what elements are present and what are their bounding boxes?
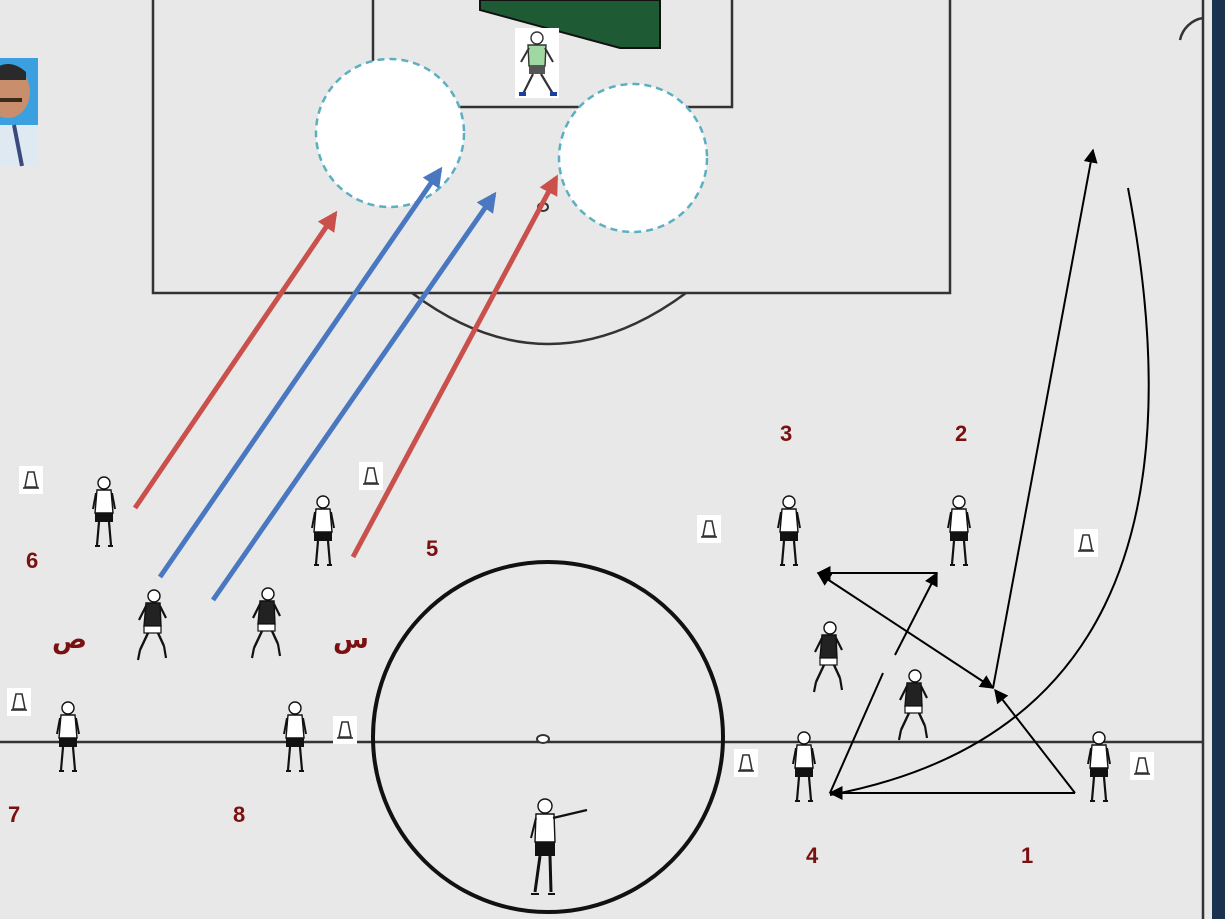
center-spot [536, 734, 550, 744]
goalkeeper-icon [515, 28, 559, 98]
pass-1-to-center [994, 688, 1076, 794]
label-player-1: 1 [1021, 843, 1033, 868]
coach-photo-icon [0, 58, 38, 167]
cone-icon [696, 514, 722, 544]
target-zone-left [314, 57, 466, 209]
pass-3-center [816, 572, 995, 689]
label-player-2: 2 [955, 421, 967, 446]
red-arrow-6 [132, 210, 338, 510]
center-circle [371, 560, 725, 914]
cone-icon [733, 748, 759, 778]
blue-arrow-sin [210, 191, 497, 602]
red-arrow-5 [350, 174, 559, 559]
cone-icon [332, 715, 358, 745]
penalty-area [151, 0, 952, 295]
frame-border [1212, 0, 1225, 919]
run-4 [829, 672, 884, 794]
cone-icon [358, 461, 384, 491]
label-player-6: 6 [26, 548, 38, 573]
label-player-8: 8 [233, 802, 245, 827]
goal-area [371, 0, 734, 109]
label-player-3: 3 [780, 421, 792, 446]
referee-icon [530, 798, 588, 895]
blue-arrow-sad [157, 166, 443, 579]
penalty-arc [411, 291, 687, 346]
label-player-4: 4 [806, 843, 819, 868]
cone-icon [1073, 528, 1099, 558]
label-player-7: 7 [8, 802, 20, 827]
target-zone-right [557, 82, 709, 234]
curved-run [829, 187, 1150, 796]
cone-icon [1129, 751, 1155, 781]
cone-icon [6, 687, 32, 717]
cone-icon [18, 465, 44, 495]
label-player-5: 5 [426, 536, 438, 561]
corner-arc [1178, 16, 1204, 41]
label-player-sin: س [333, 625, 369, 655]
goal-net [479, 0, 661, 49]
run-forward [992, 148, 1098, 689]
label-player-sad: ص [52, 625, 87, 655]
